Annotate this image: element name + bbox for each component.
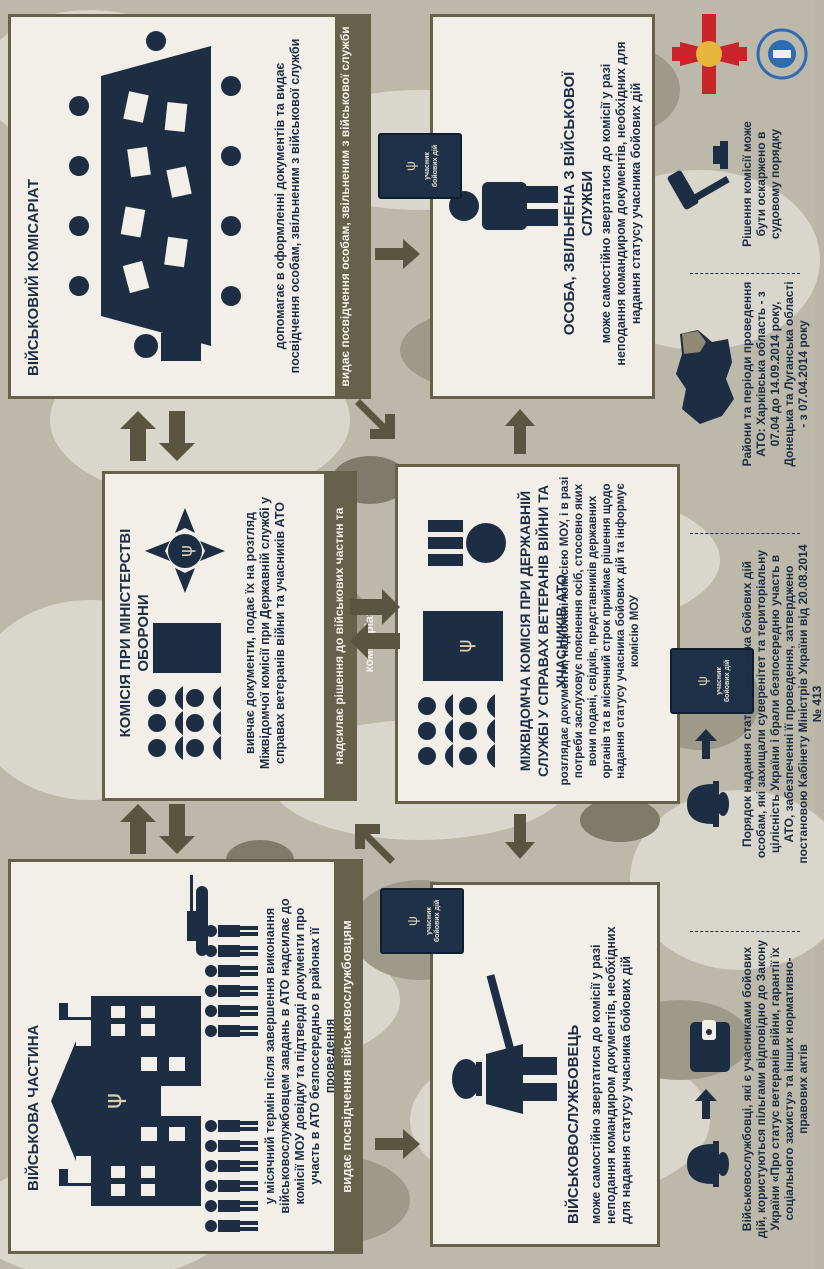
appeal-note: Рішення комісії може бути оскаржено в су…	[740, 121, 782, 247]
arrow-down-left	[355, 399, 395, 439]
id-card-label: учасник бойових дій	[426, 899, 441, 943]
people-desk-icon: ψ	[418, 611, 503, 768]
procedure-note: Порядок надання статусу учасника бойових…	[740, 544, 824, 864]
arrow-right	[505, 409, 535, 454]
arrow-up-right	[355, 824, 395, 864]
arrow-pair-ministry-commissariat	[120, 411, 195, 461]
regions-note: Райони та періоди проведення АТО: Харків…	[740, 281, 810, 467]
arrow-pair-ministry-interagency	[350, 589, 400, 659]
divider	[690, 931, 800, 932]
divider	[690, 533, 800, 534]
arrow-pair-unit-ministry	[120, 804, 195, 854]
ministry-commission-panel: Комісія при Міністерстві оборони ψ	[102, 471, 376, 801]
divider	[690, 273, 800, 274]
military-commissariat-text: допомагає в оформленні документів та вид…	[273, 38, 302, 374]
tryzub-emblem: ψ	[452, 639, 476, 652]
ministry-logo	[672, 14, 747, 94]
tryzub-emblem: ψ	[402, 161, 418, 171]
military-unit-text: у місячний термін після завершення викон…	[263, 898, 337, 1214]
arrow-right	[695, 729, 717, 759]
military-commissariat-band: видає посвідчення особам, звільненим з в…	[335, 14, 371, 399]
helmet-icon	[687, 1141, 729, 1187]
meeting-table-icon	[69, 31, 241, 361]
arrow-down	[375, 239, 420, 269]
interagency-commission-panel: ψ Міжвідомча комісія при Державній служб…	[395, 464, 680, 804]
soldier-icon	[452, 974, 557, 1114]
military-commissariat-title: Військовий комісаріат	[25, 179, 42, 376]
serviceman-panel: Військовослужбовець може самостійно звер…	[430, 882, 660, 1247]
military-unit-panel: Військова частина ψ	[8, 859, 363, 1254]
military-commissariat-panel: Військовий комісаріат допомагає в оформл…	[8, 14, 353, 399]
footer-icons-benefits	[680, 959, 740, 1199]
arrow-down	[375, 1129, 420, 1159]
discharged-person-text: може самостійно звертатися до комісії у …	[599, 41, 643, 366]
interagency-commission-text: розглядає документи, надіслані комісією …	[559, 476, 641, 786]
military-unit-title: Військова частина	[25, 1024, 42, 1191]
people-desk-icon	[148, 623, 221, 760]
building-icon: ψ	[51, 996, 201, 1206]
wallet-icon	[690, 1020, 730, 1072]
tank-icon	[187, 875, 208, 956]
discharged-person-panel: Особа, звільнена з військової служби мож…	[430, 14, 655, 399]
arrow-right	[695, 1089, 717, 1119]
soldiers-icon	[205, 925, 258, 1232]
military-unit-band: видає посвідчення військовослужбовцям	[334, 862, 360, 1251]
id-card-label: учасник бойових дій	[424, 144, 439, 188]
gavel-icon	[667, 141, 730, 210]
ministry-commission-text: вивчає документи, подає їх на розгляд Мі…	[243, 496, 287, 770]
person-icon	[449, 182, 558, 230]
benefits-note: Військовослужбовці, які є учасниками бой…	[740, 939, 810, 1239]
veterans-service-logo	[756, 28, 808, 80]
id-card-icon: ψ учасник бойових дій	[380, 888, 464, 954]
tryzub-emblem: ψ	[404, 916, 420, 926]
id-card-icon: ψ учасник бойових дій	[378, 133, 462, 199]
arrow-left	[505, 814, 535, 859]
tryzub-emblem: ψ	[176, 545, 197, 557]
footer-icons-procedure	[680, 679, 740, 839]
discharged-person-title: Особа, звільнена з військової служби	[561, 71, 596, 336]
tryzub-emblem: ψ	[99, 1093, 127, 1109]
helmet-icon	[687, 781, 729, 827]
ministry-cross-icon: ψ	[145, 508, 225, 593]
serviceman-text: може самостійно звертатися до комісії у …	[589, 926, 633, 1224]
serviceman-title: Військовослужбовець	[565, 1024, 582, 1224]
medal-icon	[428, 520, 506, 566]
map-icon	[676, 330, 734, 424]
